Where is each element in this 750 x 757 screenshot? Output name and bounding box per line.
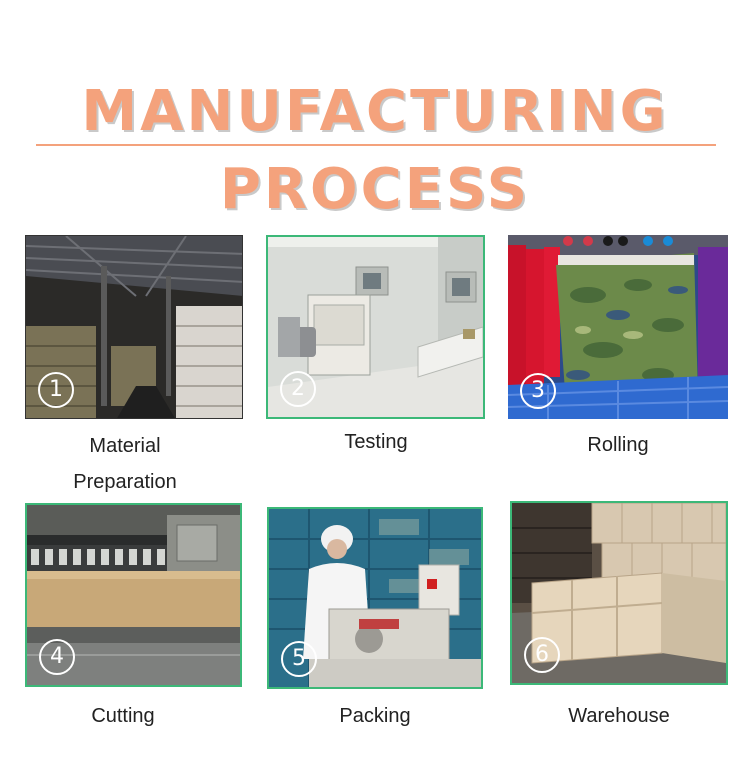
step-number-badge: 2 [280,371,316,407]
title-line-2: PROCESS [219,157,531,222]
step-caption-warehouse: Warehouse [568,705,670,727]
step-caption-material: Material Preparation [25,428,225,500]
testing-photo: 2 [266,235,485,419]
step-caption-testing: Testing [344,431,408,453]
cutting-photo: 4 [25,503,242,687]
step-number-badge: 4 [39,639,75,675]
caption-line: Material [89,435,161,457]
step-caption-cutting: Cutting [91,705,155,727]
material-preparation-photo: 1 [25,235,243,419]
packing-photo: 5 [267,507,483,689]
step-number-badge: 1 [38,372,74,408]
step-number-badge: 3 [520,373,556,409]
step-number-badge: 5 [281,641,317,677]
step-caption-rolling: Rolling [587,434,649,456]
step-number-badge: 6 [524,637,560,673]
rolling-photo: 3 [508,235,728,419]
title-divider [36,144,716,146]
warehouse-photo: 6 [510,501,728,685]
title-line-1: MANUFACTURING [81,79,669,144]
step-caption-packing: Packing [339,705,411,727]
caption-line: Preparation [73,471,177,493]
